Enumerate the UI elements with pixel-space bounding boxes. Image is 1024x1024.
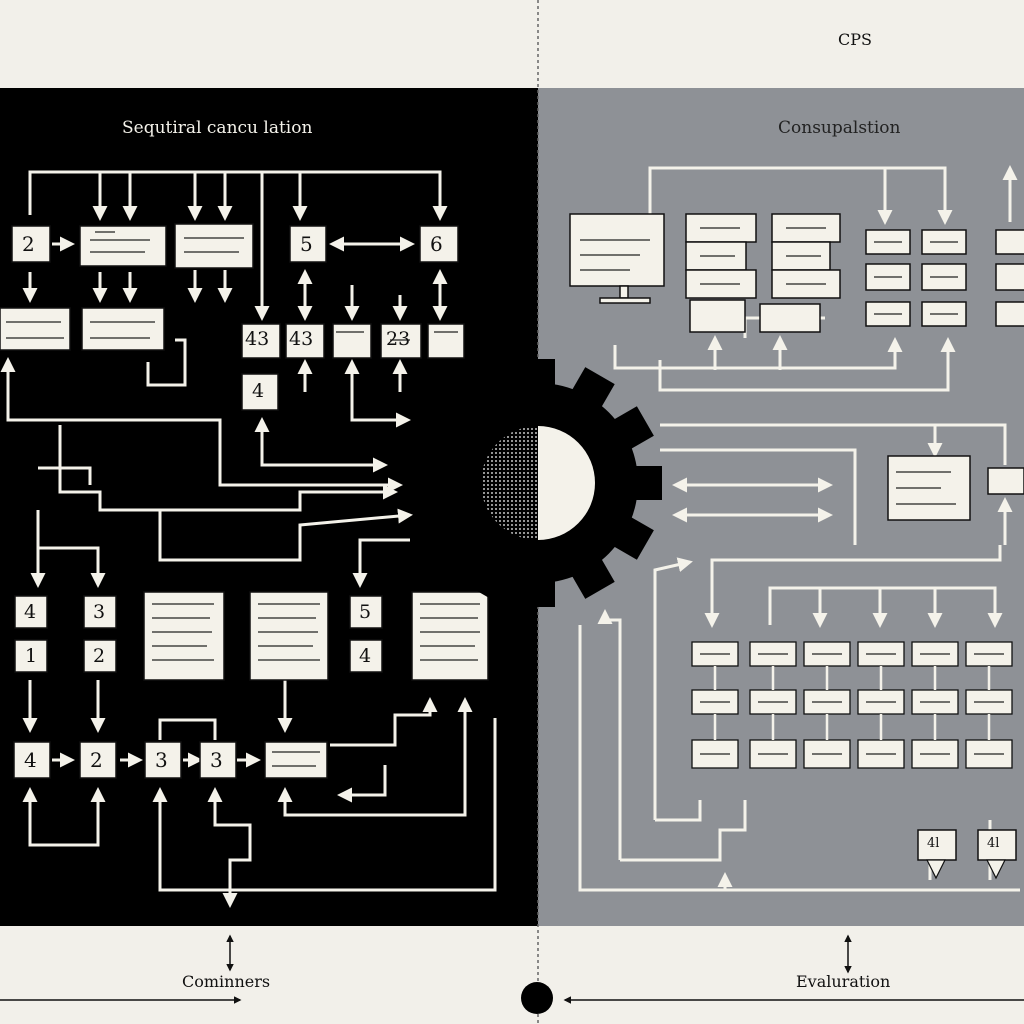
- left-panel-title: Sequtiral cancu lation: [122, 118, 313, 138]
- timeline-center-dot: [521, 982, 553, 1014]
- output-arrows: [926, 859, 1006, 880]
- output-node-value: 4l: [987, 836, 1000, 851]
- left-boxes: [0, 223, 489, 779]
- right-panel-title: Consupalstion: [778, 118, 901, 138]
- node-value: 5: [300, 232, 313, 256]
- pipeline-connectors: [713, 666, 991, 740]
- pipeline-scribbles: [580, 227, 1004, 755]
- node-value: 4: [252, 380, 265, 402]
- node-value: 3: [210, 748, 223, 772]
- node-value: 3: [155, 748, 168, 772]
- footer-left-label: Cominners: [182, 972, 271, 991]
- node-value: 3: [93, 601, 106, 623]
- pipeline-grid: [691, 641, 1013, 769]
- formula-scribbles: [6, 231, 480, 767]
- footer-timeline: [0, 934, 1024, 1004]
- left-connectors: [0, 170, 497, 908]
- output-node-value: 4l: [927, 836, 940, 851]
- footer-right-label: Evaluration: [796, 972, 891, 991]
- node-value: 2: [93, 645, 106, 667]
- top-right-label: CPS: [838, 30, 872, 49]
- node-value: 6: [430, 232, 443, 256]
- node-value: 4: [24, 601, 37, 623]
- node-value: 1: [25, 645, 38, 667]
- right-boxes: [569, 213, 1024, 861]
- gear-icon: [414, 359, 662, 607]
- node-value: 23: [386, 328, 411, 350]
- node-value: 4: [24, 748, 37, 772]
- node-value: 2: [90, 748, 103, 772]
- node-value: 43: [289, 328, 314, 350]
- node-value: 5: [359, 601, 372, 623]
- node-value: 4: [359, 645, 372, 667]
- node-value: 43: [245, 328, 270, 350]
- node-value: 2: [22, 232, 35, 256]
